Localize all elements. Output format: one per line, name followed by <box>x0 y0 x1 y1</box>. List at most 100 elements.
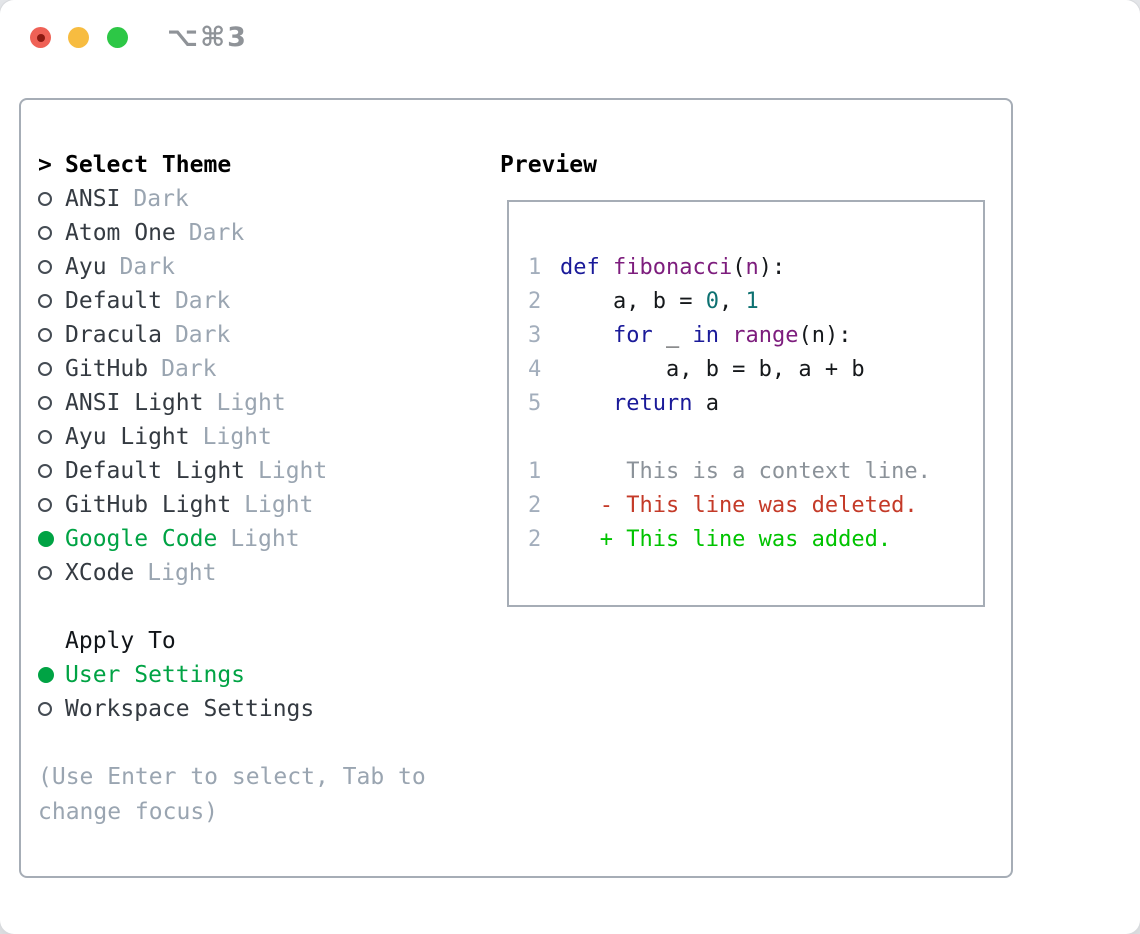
code-line: 4 a, b = b, a + b <box>528 352 983 386</box>
diff-text: - This line was deleted. <box>560 492 918 518</box>
code-token <box>719 323 732 348</box>
theme-variant: Dark <box>188 220 245 246</box>
apply-option-workspace-settings[interactable]: Workspace Settings <box>38 692 314 726</box>
theme-option-xcode[interactable]: XCode Light <box>38 556 327 590</box>
code-token: in <box>692 322 719 348</box>
code-token: return <box>612 390 693 416</box>
radio-icon <box>38 226 52 240</box>
code-token: ( <box>732 254 746 280</box>
code-token: (n): <box>798 322 852 348</box>
line-number: 4 <box>528 356 542 382</box>
code-token: range <box>732 322 799 348</box>
theme-name: ANSI <box>65 186 121 212</box>
apply-to-title: Apply To <box>65 628 176 654</box>
theme-variant: Light <box>202 424 272 450</box>
diff-text: This is a context line. <box>560 458 931 484</box>
theme-option-ansi-light[interactable]: ANSI Light Light <box>38 386 327 420</box>
code-token: _ <box>652 322 693 348</box>
theme-name: Atom One <box>65 220 176 246</box>
diff-line-added: 2 + This line was added. <box>528 522 983 556</box>
code-line: 3 for _ in range(n): <box>528 318 983 352</box>
theme-variant: Dark <box>174 322 231 348</box>
code-token: n <box>745 254 759 280</box>
preview-header: Preview <box>500 148 597 182</box>
code-token: a, b = b, a + b <box>560 356 865 382</box>
code-line: 2 a, b = 0, 1 <box>528 284 983 318</box>
theme-name: GitHub <box>65 356 149 382</box>
code-line <box>528 420 983 454</box>
apply-option-label: Workspace Settings <box>65 696 315 722</box>
line-number: 1 <box>528 254 542 280</box>
theme-variant: Dark <box>174 288 231 314</box>
code-token: , <box>718 288 746 314</box>
radio-icon <box>38 498 52 512</box>
prompt-icon: > <box>38 152 52 178</box>
apply-option-user-settings[interactable]: User Settings <box>38 658 314 692</box>
code-token: def <box>560 254 613 280</box>
preview-title: Preview <box>500 152 597 178</box>
selected-radio-icon <box>38 531 54 547</box>
code-token: a, b = <box>560 288 706 314</box>
diff-line-context: 1 This is a context line. <box>528 454 983 488</box>
theme-variant: Light <box>216 390 286 416</box>
theme-option-default-light[interactable]: Default Light Light <box>38 454 327 488</box>
keyboard-hint: (Use Enter to select, Tab to change focu… <box>38 764 426 825</box>
theme-name: GitHub Light <box>65 492 232 518</box>
theme-option-ayu[interactable]: Ayu Dark <box>38 250 327 284</box>
theme-name: Ayu <box>65 254 107 280</box>
code-token <box>560 323 613 348</box>
theme-name: Ayu Light <box>65 424 190 450</box>
apply-to-header: Apply To <box>38 624 314 658</box>
theme-name: Google Code <box>65 526 218 552</box>
theme-list-header: > Select Theme <box>38 148 327 182</box>
code-line: 1 def fibonacci(n): <box>528 250 983 284</box>
diff-text: + This line was added. <box>560 526 892 552</box>
code-token: ): <box>758 254 786 280</box>
theme-name: ANSI Light <box>65 390 204 416</box>
code-token: a <box>692 390 719 416</box>
radio-icon <box>38 566 52 580</box>
theme-variant: Light <box>147 560 217 586</box>
minimize-button[interactable] <box>68 27 89 48</box>
radio-icon <box>38 430 52 444</box>
theme-name: Default Light <box>65 458 246 484</box>
radio-icon <box>38 328 52 342</box>
code-token: fibonacci <box>612 254 733 280</box>
theme-option-google-code[interactable]: Google Code Light <box>38 522 327 556</box>
line-number: 2 <box>528 492 542 518</box>
line-number: 2 <box>528 288 542 314</box>
code-line: 5 return a <box>528 386 983 420</box>
radio-icon <box>38 396 52 410</box>
theme-list-title: Select Theme <box>65 152 232 178</box>
theme-variant: Light <box>258 458 328 484</box>
theme-option-ayu-light[interactable]: Ayu Light Light <box>38 420 327 454</box>
code-token: 0 <box>705 288 719 314</box>
selected-radio-icon <box>38 667 54 683</box>
line-number: 1 <box>528 458 542 484</box>
theme-variant: Dark <box>119 254 175 280</box>
radio-icon <box>38 702 52 716</box>
theme-option-github[interactable]: GitHub Dark <box>38 352 327 386</box>
radio-icon <box>38 294 52 308</box>
line-number: 3 <box>528 322 542 348</box>
zoom-button[interactable] <box>107 27 128 48</box>
radio-icon <box>38 260 52 274</box>
code-token: 1 <box>745 288 759 314</box>
close-button[interactable] <box>30 27 51 48</box>
window-title: ⌥⌘3 <box>167 22 248 53</box>
theme-variant: Light <box>230 526 300 552</box>
theme-variant: Dark <box>161 356 217 382</box>
theme-option-atom-one[interactable]: Atom One Dark <box>38 216 327 250</box>
close-focus-dot-icon <box>36 33 45 42</box>
code-token <box>560 391 613 416</box>
line-number: 5 <box>528 390 542 416</box>
theme-name: XCode <box>65 560 135 586</box>
